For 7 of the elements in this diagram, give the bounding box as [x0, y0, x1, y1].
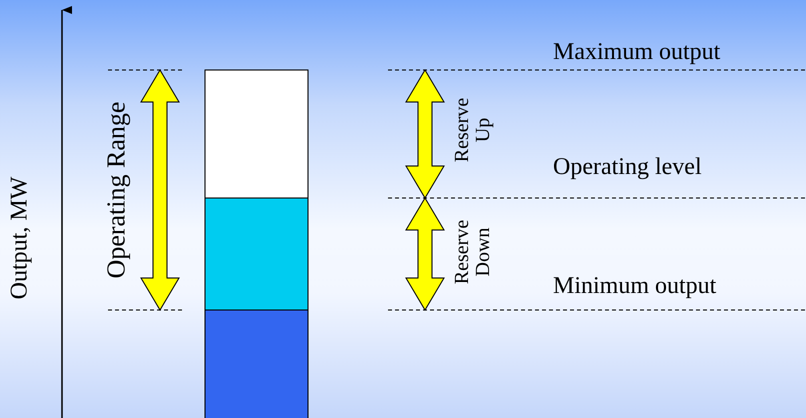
axis-label: Output, MW [7, 176, 33, 302]
level-label: Minimum output [553, 274, 716, 300]
axis-label: Operating Range [102, 100, 130, 280]
axis-label: Reserve Up [452, 96, 494, 164]
level-label: Operating level [553, 155, 702, 180]
axis-label: Reserve Down [452, 218, 494, 286]
level-label: Maximum output [553, 40, 720, 66]
